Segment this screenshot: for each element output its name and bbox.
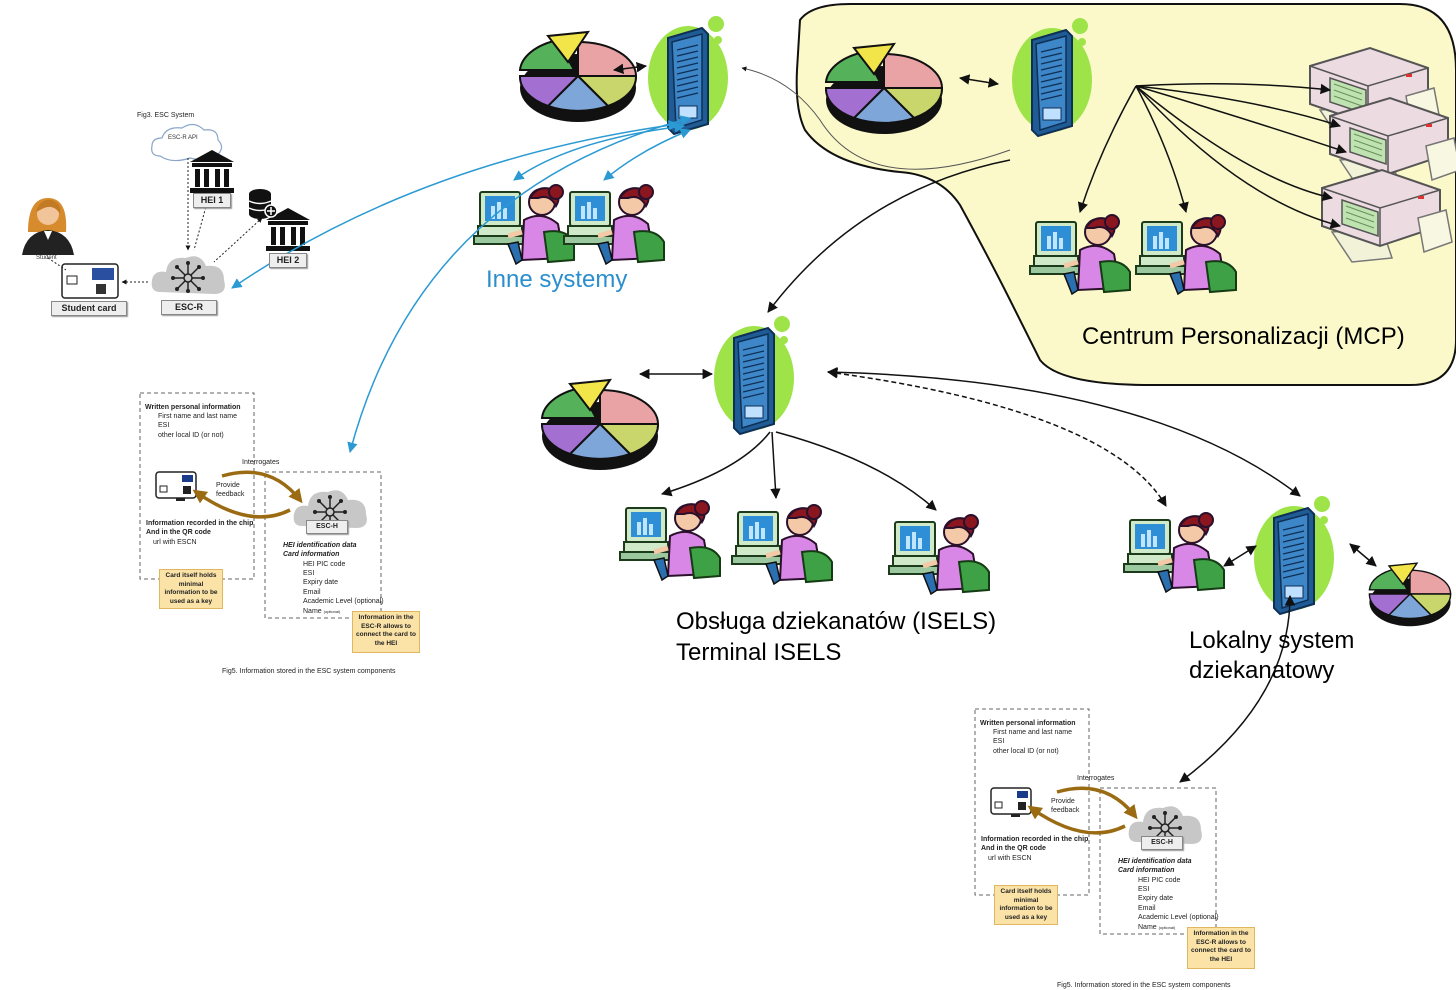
fig3-student-label: Student	[36, 255, 57, 261]
fig5r-card-item-6: Name (optional)	[1138, 923, 1175, 932]
fig3-student-card-label: Student card	[51, 301, 127, 316]
fig5r-hei-id: HEI identification data	[1118, 858, 1192, 865]
fig5r-written-item-3: other local ID (or not)	[993, 748, 1059, 755]
grey-connector	[741, 66, 1011, 170]
fig5l-card-info: Card information	[283, 551, 340, 558]
isels-pie-chart-icon	[540, 379, 660, 471]
student-card-icon	[61, 263, 119, 299]
fig5r-written-item-2: ESI	[993, 738, 1005, 745]
local-server-icon	[1253, 495, 1335, 615]
fig5l-chip-title-1: Information recorded in the chip	[146, 520, 254, 527]
fig5l-interrogates: Interrogates	[242, 459, 280, 466]
fig3-hei1-label: HEI 1	[193, 193, 231, 208]
fig5r-card-item-3: Expiry date	[1138, 895, 1174, 902]
fig5r-written-item-1: First name and last name	[993, 729, 1072, 736]
fig5r-card-item-4: Email	[1138, 905, 1156, 912]
fig5l-chip-item: url with ESCN	[153, 539, 197, 546]
local-workstation-icon	[1124, 513, 1224, 592]
fig5r-card-item-5: Academic Level (optional)	[1138, 914, 1219, 921]
fig5l-card-item-2: ESI	[303, 570, 315, 577]
isels-server-icon	[713, 315, 795, 435]
fig5l-written-title: Written personal information	[145, 404, 241, 411]
inne-server-icon	[647, 15, 729, 135]
lokalny-label-line2: dziekanatowy	[1189, 657, 1335, 684]
isels-workstation-1-icon	[620, 501, 720, 580]
inne-workstation-2-icon	[564, 185, 664, 264]
fig5l-written-item-3: other local ID (or not)	[158, 432, 224, 439]
fig3-caption: Fig3. ESC System	[137, 112, 195, 119]
fig5l-card-item-5: Academic Level (optional)	[303, 598, 384, 605]
inne-pie-chart-icon	[518, 31, 638, 123]
fig5r-card-item-6-text: Name	[1138, 924, 1157, 931]
centrum-label: Centrum Personalizacji (MCP)	[1082, 323, 1405, 350]
fig5r-chip-title-2: And in the QR code	[981, 845, 1046, 852]
fig5r-interrogates: Interrogates	[1077, 775, 1115, 782]
fig3-escr-label: ESC-R	[161, 300, 217, 315]
fig5l-card-item-1: HEI PIC code	[303, 561, 346, 568]
fig5r-optional-tag: (optional)	[1158, 925, 1176, 930]
fig5l-card-item-3: Expiry date	[303, 579, 339, 586]
isels-workstation-3-icon	[889, 515, 989, 594]
fig5l-written-item-1: First name and last name	[158, 413, 237, 420]
fig5l-chip-title-2: And in the QR code	[146, 529, 211, 536]
fig5r-card-item-1: HEI PIC code	[1138, 877, 1181, 884]
fig3-hei2-label: HEI 2	[269, 253, 307, 268]
fig5l-card-item-6: Name (optional)	[303, 607, 340, 616]
fig5r-esch-label: ESC-H	[1141, 836, 1183, 850]
fig5r-feedback-1: Provide	[1051, 798, 1075, 805]
isels-workstation-2-icon	[732, 505, 832, 584]
fig5l-feedback-1: Provide	[216, 482, 240, 489]
fig5l-card-item-6-text: Name	[303, 608, 322, 615]
fig5l-card-item-4: Email	[303, 589, 321, 596]
fig5l-feedback-2: feedback	[216, 491, 245, 498]
fig5r-note-left: Card itself holds minimal information to…	[994, 885, 1058, 925]
fig5r-chip-item: url with ESCN	[988, 855, 1032, 862]
fig3-api-label: ESC-R API	[168, 135, 198, 141]
fig5l-esch-label: ESC-H	[306, 520, 348, 534]
fig5l-note-right: Information in the ESC-R allows to conne…	[352, 611, 420, 653]
student-avatar-icon	[22, 198, 74, 255]
fig5r-card-info: Card information	[1118, 867, 1175, 874]
local-pie-chart-icon	[1368, 562, 1452, 627]
inne-workstation-1-icon	[474, 185, 574, 264]
obsluga-label-line1: Obsługa dziekanatów (ISELS)	[676, 608, 997, 635]
fig5l-optional-tag: (optional)	[323, 609, 341, 614]
fig5r-feedback-2: feedback	[1051, 807, 1080, 814]
fig5l-hei-id: HEI identification data	[283, 542, 357, 549]
mcp-region	[795, 3, 1456, 386]
fig5r-card-item-2: ESI	[1138, 886, 1150, 893]
fig5l-note-left: Card itself holds minimal information to…	[159, 569, 223, 609]
lokalny-label-line1: Lokalny system	[1189, 627, 1355, 654]
fig5l-caption: Fig5. Information stored in the ESC syst…	[222, 668, 396, 675]
fig5r-chip-title-1: Information recorded in the chip	[981, 836, 1089, 843]
fig5r-written-title: Written personal information	[980, 720, 1076, 727]
fig5r-note-right: Information in the ESC-R allows to conne…	[1187, 927, 1255, 969]
obsluga-label-line2: Terminal ISELS	[676, 639, 842, 666]
fig5l-written-item-2: ESI	[158, 422, 170, 429]
fig5r-caption: Fig5. Information stored in the ESC syst…	[1057, 982, 1231, 989]
inne-systemy-label: Inne systemy	[486, 266, 628, 293]
